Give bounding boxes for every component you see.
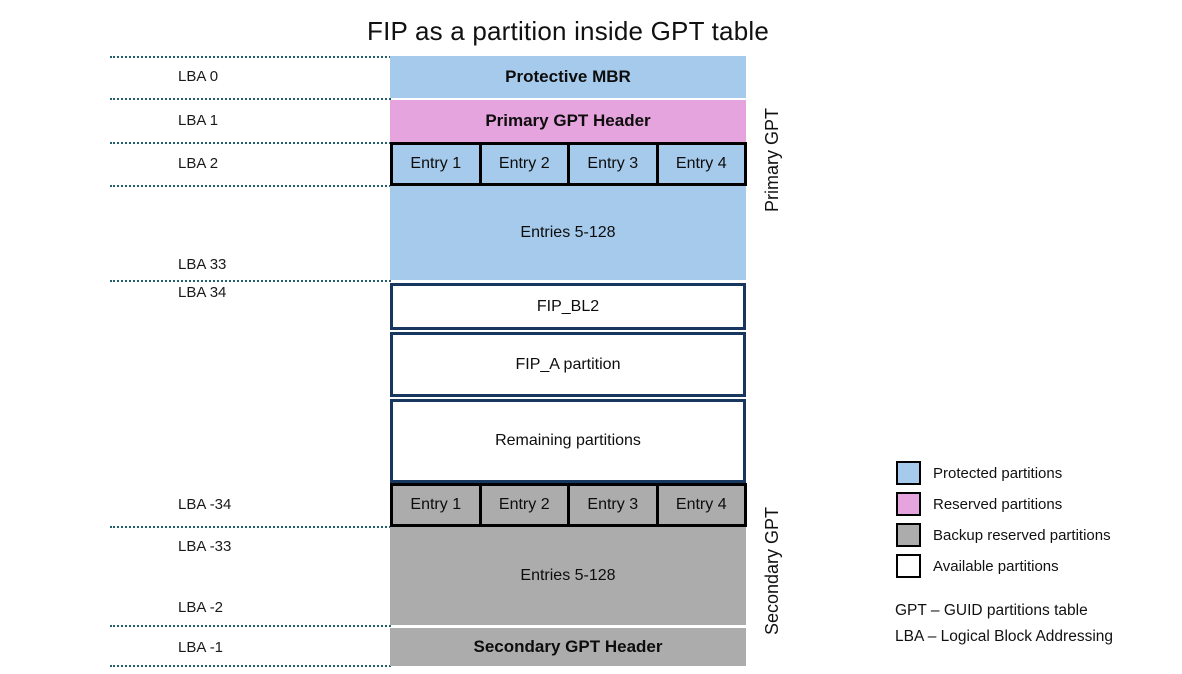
section-label-secondary-gpt: Secondary GPT: [761, 506, 782, 636]
block-remaining-partitions: Remaining partitions: [390, 399, 746, 483]
legend-item-backup: Backup reserved partitions: [896, 523, 1111, 547]
diagram-title: FIP as a partition inside GPT table: [366, 16, 770, 46]
backup-swatch-icon: [896, 523, 921, 547]
legend-item-reserved: Reserved partitions: [896, 492, 1111, 516]
block-fip-a-partition: FIP_A partition: [390, 332, 746, 397]
legend-item-available: Available partitions: [896, 554, 1111, 578]
dotted-separator: [110, 185, 391, 187]
block-secondary-gpt-header: Secondary GPT Header: [390, 628, 746, 666]
lba-marker-2: LBA 2: [178, 155, 219, 172]
primary-entry-2: Entry 2: [481, 145, 567, 183]
legend-label: Available partitions: [933, 557, 1059, 575]
legend-item-protected: Protected partitions: [896, 461, 1111, 485]
lba-marker-n1: LBA -1: [178, 639, 224, 656]
block-protective-mbr: Protective MBR: [390, 56, 746, 98]
secondary-entry-1: Entry 1: [393, 486, 479, 524]
secondary-entry-3: Entry 3: [570, 486, 656, 524]
block-fip-bl2: FIP_BL2: [390, 283, 746, 330]
lba-marker-n34: LBA -34: [178, 496, 232, 513]
section-label-primary-gpt: Primary GPT: [761, 108, 782, 213]
block-primary-entry-row: Entry 1 Entry 2 Entry 3 Entry 4: [390, 142, 747, 186]
block-secondary-entry-row: Entry 1 Entry 2 Entry 3 Entry 4: [390, 483, 747, 527]
lba-marker-0: LBA 0: [178, 68, 219, 85]
abbreviation-lba: LBA – Logical Block Addressing: [895, 628, 1113, 645]
lba-marker-1: LBA 1: [178, 112, 219, 129]
block-secondary-entries-rest: Entries 5-128: [390, 527, 746, 625]
available-swatch-icon: [896, 554, 921, 578]
legend: Protected partitions Reserved partitions…: [896, 461, 1111, 585]
protected-swatch-icon: [896, 461, 921, 485]
block-primary-gpt-header: Primary GPT Header: [390, 100, 746, 142]
primary-entry-3: Entry 3: [570, 145, 656, 183]
abbreviation-gpt: GPT – GUID partitions table: [895, 602, 1088, 619]
legend-label: Backup reserved partitions: [933, 526, 1111, 544]
dotted-separator: [110, 665, 391, 667]
secondary-entry-2: Entry 2: [481, 486, 567, 524]
dotted-separator: [110, 625, 391, 627]
block-primary-entries-rest: Entries 5-128: [390, 186, 746, 280]
legend-label: Protected partitions: [933, 464, 1063, 482]
legend-label: Reserved partitions: [933, 495, 1063, 513]
dotted-separator: [110, 526, 391, 528]
dotted-separator: [110, 280, 391, 282]
lba-marker-n2: LBA -2: [178, 599, 224, 616]
secondary-entry-4: Entry 4: [658, 486, 744, 524]
lba-marker-34: LBA 34: [178, 284, 227, 301]
reserved-swatch-icon: [896, 492, 921, 516]
dotted-separator: [110, 142, 391, 144]
lba-marker-n33: LBA -33: [178, 538, 232, 555]
primary-entry-1: Entry 1: [393, 145, 479, 183]
primary-entry-4: Entry 4: [658, 145, 744, 183]
dotted-separator: [110, 56, 391, 58]
lba-marker-33: LBA 33: [178, 256, 227, 273]
dotted-separator: [110, 98, 391, 100]
